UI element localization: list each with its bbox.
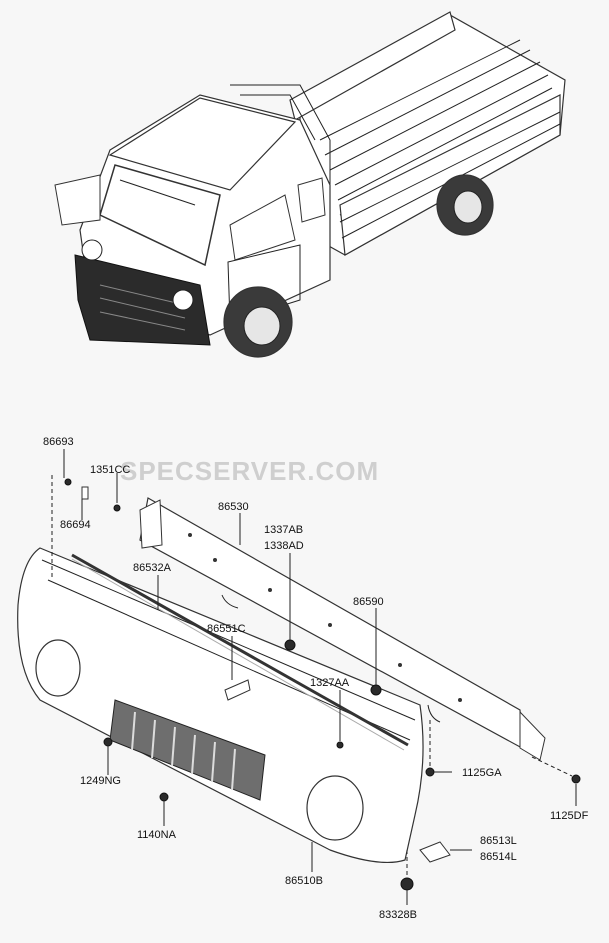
label-86510b: 86510B [285,875,323,887]
watermark-text: SPECSERVER.COM [120,456,379,486]
label-86694: 86694 [60,519,91,531]
label-86514l: 86514L [480,851,517,863]
label-1338ad: 1338AD [264,540,304,552]
part-labels: 86693 1351CC 86694 86530 1337AB 1338AD 8… [43,436,589,921]
label-1140na: 1140NA [137,829,177,841]
label-1327aa: 1327AA [310,677,350,689]
truck-illustration [54,11,566,358]
label-86693: 86693 [43,436,74,448]
label-1351cc: 1351CC [90,464,130,476]
label-86530: 86530 [218,501,249,513]
label-86532a: 86532A [133,562,172,574]
label-1337ab: 1337AB [264,524,303,536]
label-86513l: 86513L [480,835,517,847]
label-1125ga: 1125GA [462,767,502,779]
label-1125df: 1125DF [550,810,589,822]
label-86551c: 86551C [207,623,246,635]
label-1249ng: 1249NG [80,775,121,787]
front-bumper-assembly [17,478,581,891]
label-83328b: 83328B [379,909,417,921]
label-86590: 86590 [353,596,384,608]
leader-lines [51,449,577,905]
